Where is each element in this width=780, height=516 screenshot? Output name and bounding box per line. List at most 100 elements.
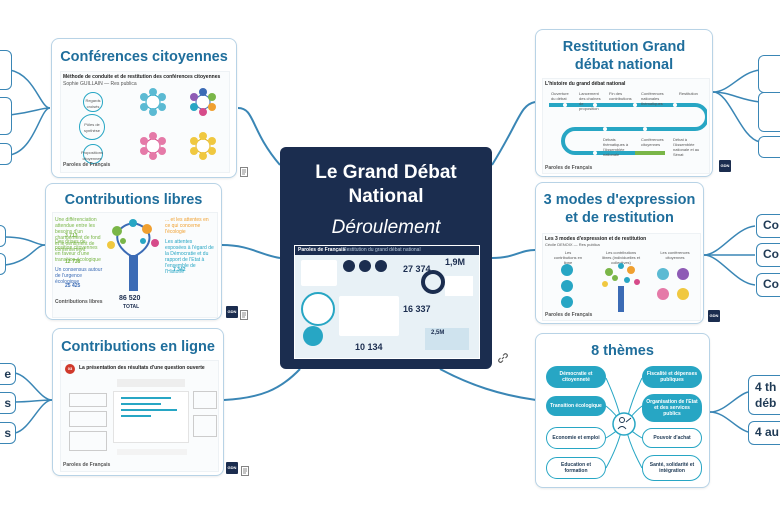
gdn-badge[interactable]: GDN [719, 160, 731, 172]
node-title-line2: et de restitution [565, 210, 674, 226]
thumb-footer: Paroles de Français [545, 312, 593, 318]
theme-organisation-etat[interactable]: Organisation de l'Etat et des services p… [642, 394, 702, 422]
thumb-footer: Paroles de Français [545, 165, 593, 171]
link-icon[interactable] [497, 352, 509, 364]
edge-box-right-4th[interactable]: 4 th déb [748, 375, 780, 415]
edge-box-left-2[interactable] [0, 97, 12, 135]
branch-conferences [237, 107, 281, 166]
theme-transition-ecologique[interactable]: Transition écologique [546, 396, 606, 416]
thumb-footer: Paroles de Français [63, 462, 111, 468]
thumb-doc-title: Les 3 modes d'expression et de restituti… [545, 236, 647, 242]
gdn-badge[interactable]: GDN [226, 306, 238, 318]
edge-deb-label: déb [755, 396, 777, 410]
thumb-label-1: Regards croisés [85, 98, 101, 109]
central-poster[interactable]: Paroles de Français Restitution du grand… [294, 245, 480, 359]
node-thumbnail: Les 3 modes d'expression et de restituti… [542, 233, 701, 321]
libres-count-3: 25 425 [65, 283, 81, 289]
timeline-step-7: Conférences citoyennes [641, 137, 664, 147]
edge-box-left-s1[interactable]: s [0, 392, 16, 414]
edge-box-right-co3[interactable]: Co [756, 273, 780, 297]
flower-icons [657, 268, 689, 300]
theme-economie-emploi[interactable]: Economie et emploi [546, 427, 606, 449]
thumb-doc-title: L'histoire du grand débat national [545, 81, 626, 87]
timeline-step-6: Débats thématiques à l'Assemblée nationa… [603, 137, 629, 157]
theme-fiscalite[interactable]: Fiscalité et dépenses publiques [642, 366, 702, 388]
poster-stat-4: 10 134 [355, 342, 383, 352]
flower-4 [190, 132, 216, 160]
branch-contributions-libres [221, 244, 281, 259]
edge-box-left-s2[interactable]: s [0, 422, 16, 444]
libres-count-2: 12 738 [65, 259, 81, 265]
node-3-modes-expression[interactable]: 3 modes d'expression et de restitution L… [535, 182, 704, 324]
node-conferences-citoyennes[interactable]: Conférences citoyennes Méthode de condui… [51, 38, 237, 178]
note-icon[interactable] [240, 164, 249, 177]
node-title: 8 thèmes [591, 343, 654, 359]
node-thumbnail: Méthode de conduite et de restitution de… [60, 71, 230, 173]
flower-2 [190, 88, 216, 116]
central-title-line1: Le Grand Débat [315, 162, 457, 183]
node-title: Contributions en ligne [61, 339, 215, 355]
node-contributions-libres[interactable]: Contributions libres Une différenciation… [45, 183, 222, 320]
node-thumbnail: Une différenciation attendue entre les b… [52, 212, 218, 318]
timeline-step-8: Débat à l'Assemblée nationale et au Séna… [673, 137, 700, 157]
node-thumbnail: 03 La présentation des résultats d'une q… [60, 360, 219, 472]
timeline-step-2: Lancement des chaînes de proposition [579, 91, 601, 111]
timeline-step-5: Restitution [679, 91, 698, 96]
edge-box-right-co2[interactable]: Co [756, 243, 780, 267]
theme-sante-solidarite[interactable]: Santé, solidarité et intégration [642, 455, 702, 481]
edge-box-right-2[interactable] [758, 92, 780, 132]
branch-themes [439, 368, 537, 401]
flower-diagrams [140, 88, 216, 160]
edge-box-right-co1[interactable]: Co [756, 214, 780, 238]
gdn-badge[interactable]: GDN [226, 462, 238, 474]
edge-box-left-5[interactable] [0, 253, 6, 275]
poster-stat-1: 27 374 [403, 264, 431, 274]
edge-box-right-1[interactable] [758, 55, 780, 93]
thumb-doc-title: Méthode de conduite et de restitution de… [63, 74, 221, 80]
node-restitution-grand-debat[interactable]: Restitution Grand débat national L'histo… [535, 29, 713, 177]
gdn-badge[interactable]: GDN [708, 310, 720, 322]
thumb-label-2: Pôles de synthèse [83, 122, 100, 133]
timeline-step-3: Fin des contributions [609, 91, 632, 101]
tree-illustration [602, 263, 640, 312]
libres-total: 86 520 [119, 295, 141, 302]
libres-count-4: 7 342 [173, 267, 186, 273]
branch-modes [491, 249, 536, 259]
node-contributions-en-ligne[interactable]: Contributions en ligne 03 La présentatio… [52, 328, 224, 476]
poster-title: Paroles de Français [298, 247, 346, 253]
node-title: Contributions libres [64, 192, 203, 208]
theme-democratie[interactable]: Démocratie et citoyenneté [546, 366, 606, 388]
timeline-step-4: Conférences nationales thématiques [641, 91, 664, 106]
edge-box-right-4au[interactable]: 4 au [748, 421, 780, 445]
themes-connectors [605, 377, 643, 469]
libres-item-1: Une différenciation attendue entre les b… [55, 217, 101, 253]
poster-stat-3: 16 337 [403, 304, 431, 314]
edge-box-left-1[interactable] [0, 50, 12, 90]
libres-count-1: 3 713 [65, 233, 78, 239]
thumb-footer: Paroles de Français [63, 162, 111, 168]
node-title: Conférences citoyennes [60, 49, 228, 65]
poster-stat-2: 1,9M [445, 257, 466, 267]
edge-box-right-3[interactable] [758, 136, 780, 158]
edge-box-left-4[interactable] [0, 225, 6, 247]
central-topic[interactable]: Le Grand Débat National Déroulement Paro… [280, 147, 492, 369]
theme-pouvoir-achat[interactable]: Pouvoir d'achat [642, 428, 702, 448]
poster-stat-5: 2,5M [431, 330, 445, 336]
edge-box-left-3[interactable] [0, 143, 12, 165]
central-title-line2: National [348, 186, 424, 207]
tree-illustration [107, 219, 159, 291]
theme-education-formation[interactable]: Education et formation [546, 457, 606, 479]
central-subtitle: Déroulement [331, 217, 441, 238]
node-title-line1: Restitution Grand [562, 39, 686, 55]
edge-4th-label: 4 th [755, 380, 777, 394]
note-icon[interactable] [241, 463, 250, 476]
note-icon[interactable] [240, 307, 249, 320]
thumb-label-3: Propositions citoyennes [80, 150, 103, 161]
libres-item-5: Les attentes exposées à l'égard de la Dé… [165, 239, 214, 275]
edge-box-left-e[interactable]: e [0, 363, 16, 385]
flower-3 [140, 132, 166, 160]
timeline-step-1: Ouverture du débat [551, 91, 569, 101]
branch-en-ligne [223, 368, 301, 401]
node-8-themes[interactable]: 8 thèmes Démocratie et citoyenneté Trans… [535, 333, 710, 488]
